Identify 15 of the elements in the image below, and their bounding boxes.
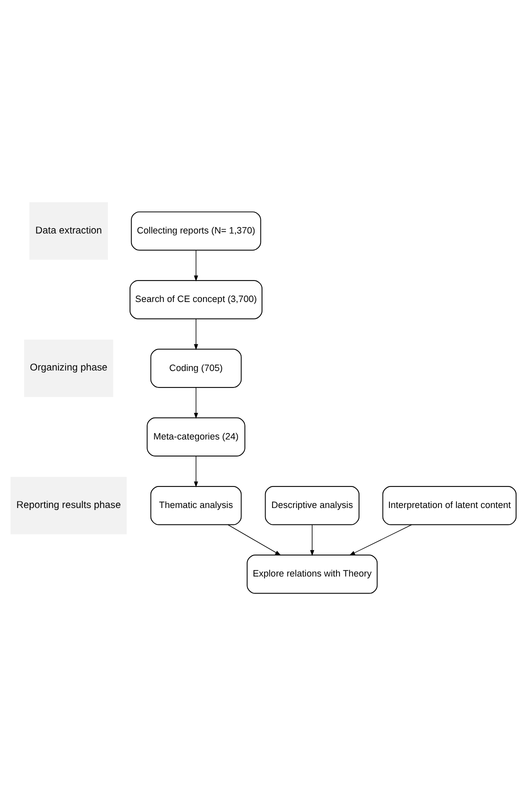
node-box: Meta-categories (24) <box>146 417 246 456</box>
arrow <box>349 524 412 556</box>
node-box: Collecting reports (N= 1,370) <box>130 211 262 251</box>
arrow <box>194 250 198 282</box>
arrow <box>194 387 198 419</box>
node-box: Thematic analysis <box>150 486 242 526</box>
arrow <box>228 524 282 556</box>
node-box: Search of CE concept (3,700) <box>130 280 262 320</box>
arrow <box>194 456 198 488</box>
node-box: Descriptive analysis <box>264 486 360 526</box>
node-box: Explore relations with Theory <box>246 554 378 594</box>
node-box: Coding (705) <box>150 348 242 388</box>
node-box: Interpretation of latent content <box>382 486 517 526</box>
arrow <box>194 318 198 350</box>
arrow <box>310 524 314 556</box>
